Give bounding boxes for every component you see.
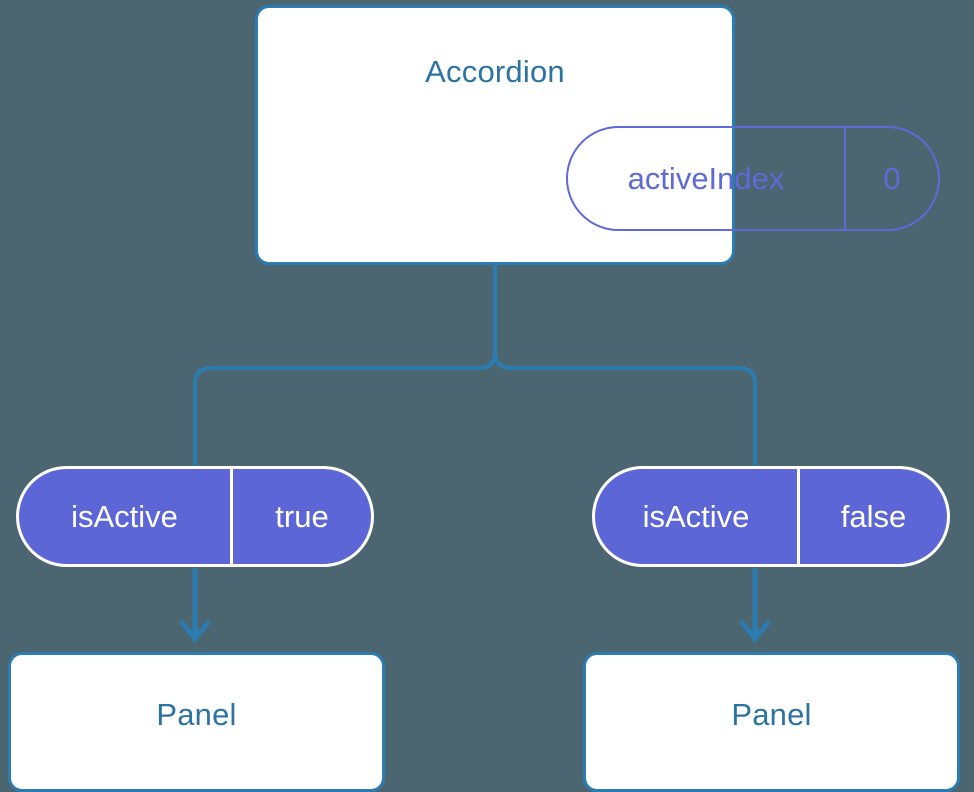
connector-tree-fork-right: [493, 264, 757, 468]
state-pill-value: 0: [883, 160, 901, 196]
accordion-component-title: Accordion: [425, 54, 565, 89]
state-pill-key: activeIndex: [568, 128, 846, 229]
panel-component-title: Panel: [156, 697, 237, 732]
prop-pill-value: true: [275, 498, 329, 534]
panel-component-title: Panel: [731, 697, 812, 732]
prop-pill-value: false: [840, 498, 907, 534]
prop-pill-key: isActive: [595, 469, 800, 564]
panel-component-card-left[interactable]: Panel: [8, 652, 385, 792]
prop-pill-is-active-false[interactable]: isActive false: [592, 466, 950, 567]
state-pill-active-index[interactable]: activeIndex 0: [566, 126, 940, 231]
arrow-left-head-icon: [179, 620, 211, 641]
prop-pill-key: isActive: [19, 469, 233, 564]
diagram-canvas: Accordion activeIndex 0 isActive true is…: [8, 5, 960, 792]
prop-pill-is-active-true[interactable]: isActive true: [16, 466, 374, 567]
arrow-right-head-icon: [739, 620, 771, 641]
panel-component-card-right[interactable]: Panel: [583, 652, 960, 792]
accordion-component-card[interactable]: Accordion activeIndex 0: [255, 5, 940, 265]
connector-tree-fork: [193, 264, 497, 468]
